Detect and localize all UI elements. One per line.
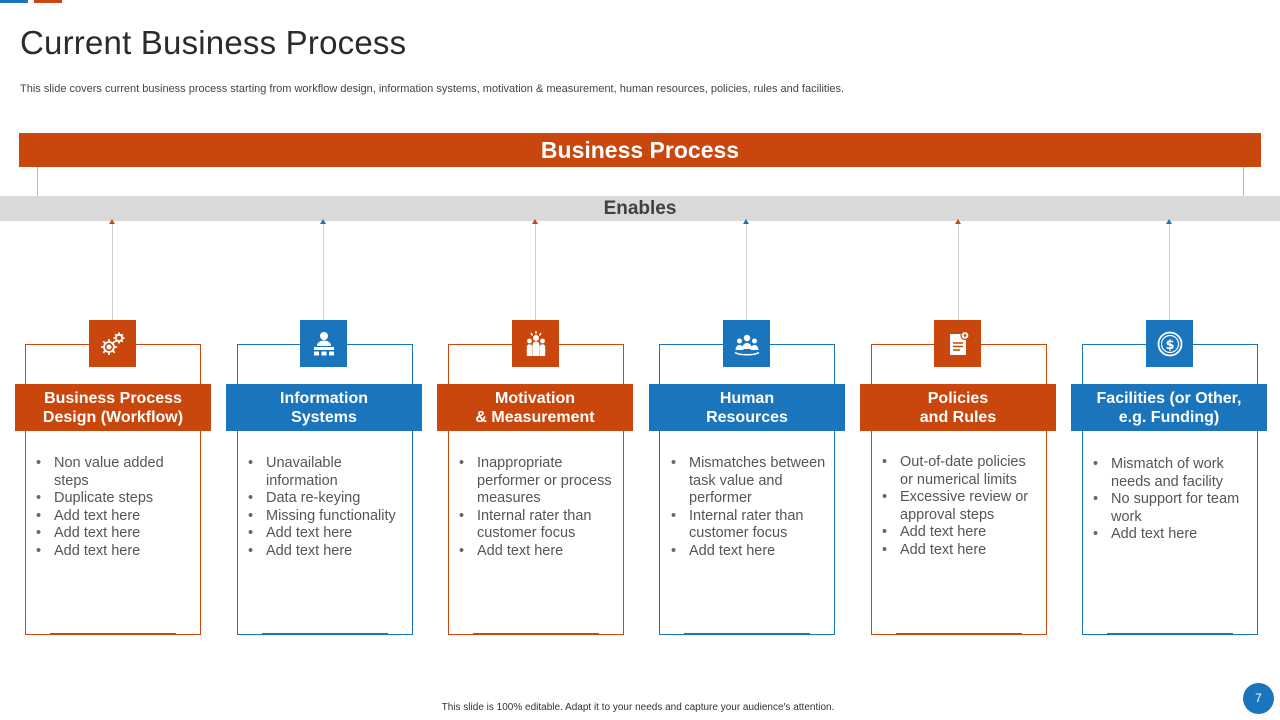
header-line: and Rules xyxy=(919,408,997,426)
bullet-list: Inappropriate performer or process measu… xyxy=(459,455,619,561)
connector-arrow xyxy=(743,219,749,224)
header-line: Design (Workflow) xyxy=(42,408,184,426)
header-line: Systems xyxy=(291,408,357,426)
connector-arrow xyxy=(1166,219,1172,224)
bullet-list: Out-of-date policies or numerical limits… xyxy=(882,454,1042,560)
list-item: Add text here xyxy=(671,543,831,561)
list-item: Mismatches between task value and perfor… xyxy=(671,455,831,508)
list-item: Data re-keying xyxy=(248,490,408,508)
connector-line xyxy=(112,222,113,320)
bullet-list: Mismatches between task value and perfor… xyxy=(671,455,831,561)
page-subtitle: This slide covers current business proce… xyxy=(20,83,845,95)
header-line: Resources xyxy=(706,408,788,426)
connector-arrow xyxy=(532,219,538,224)
list-item: Excessive review or approval steps xyxy=(882,489,1042,524)
dollar-coin-icon: $ xyxy=(1146,320,1193,367)
header-line: Motivation xyxy=(495,389,575,407)
connector-arrow xyxy=(955,219,961,224)
banner-connector-right xyxy=(1243,166,1244,196)
list-item: Add text here xyxy=(36,525,196,543)
people-group-icon xyxy=(723,320,770,367)
header-line: Policies xyxy=(927,389,989,407)
presenter-icon xyxy=(300,320,347,367)
connector-line xyxy=(323,222,324,320)
footer-note: This slide is 100% editable. Adapt it to… xyxy=(441,702,835,713)
page-title: Current Business Process xyxy=(20,24,407,61)
process-header: Policies and Rules xyxy=(860,384,1056,431)
gears-icon xyxy=(89,320,136,367)
connector-line xyxy=(746,222,747,320)
banner-arrow-right xyxy=(1241,163,1247,167)
list-item: Add text here xyxy=(459,543,619,561)
header-line: e.g. Funding) xyxy=(1118,408,1220,426)
list-item: Add text here xyxy=(248,543,408,561)
team-hands-up-icon xyxy=(512,320,559,367)
header-line: Facilities (or Other, xyxy=(1096,389,1242,407)
process-header: Business Process Design (Workflow) xyxy=(15,384,211,431)
connector-arrow xyxy=(109,219,115,224)
header-line: Human xyxy=(719,389,775,407)
list-item: Duplicate steps xyxy=(36,490,196,508)
list-item: Add text here xyxy=(882,542,1042,560)
list-item: Unavailable information xyxy=(248,455,408,490)
list-item: Add text here xyxy=(36,508,196,526)
header-line: Information xyxy=(280,389,368,407)
list-item: Internal rater than customer focus xyxy=(671,508,831,543)
corner-accent-blue xyxy=(0,0,28,3)
process-header: Information Systems xyxy=(226,384,422,431)
connector-line xyxy=(535,222,536,320)
connector-arrow xyxy=(320,219,326,224)
bullet-list: Non value added steps Duplicate steps Ad… xyxy=(36,455,196,561)
connector-line xyxy=(1169,222,1170,320)
process-header: Human Resources xyxy=(649,384,845,431)
list-item: Internal rater than customer focus xyxy=(459,508,619,543)
list-item: Out-of-date policies or numerical limits xyxy=(882,454,1042,489)
business-process-banner: Business Process xyxy=(19,133,1261,167)
list-item: Inappropriate performer or process measu… xyxy=(459,455,619,508)
enables-band: Enables xyxy=(0,196,1280,221)
list-item: Missing functionality xyxy=(248,508,408,526)
list-item: Mismatch of work needs and facility xyxy=(1093,456,1253,491)
banner-arrow-left xyxy=(35,163,41,167)
bullet-list: Mismatch of work needs and facility No s… xyxy=(1093,456,1253,544)
banner-connector-left xyxy=(37,166,38,196)
svg-text:$: $ xyxy=(1165,338,1174,353)
page-number: 7 xyxy=(1243,683,1274,714)
list-item: Add text here xyxy=(1093,526,1253,544)
list-item: Add text here xyxy=(882,524,1042,542)
list-item: Add text here xyxy=(36,543,196,561)
bullet-list: Unavailable information Data re-keying M… xyxy=(248,455,408,561)
policy-document-icon xyxy=(934,320,981,367)
header-line: Business Process xyxy=(44,389,182,407)
process-header: Motivation & Measurement xyxy=(437,384,633,431)
corner-accent-orange xyxy=(34,0,62,3)
list-item: Add text here xyxy=(248,525,408,543)
list-item: No support for team work xyxy=(1093,491,1253,526)
process-header: Facilities (or Other, e.g. Funding) xyxy=(1071,384,1267,431)
header-line: & Measurement xyxy=(475,408,595,426)
list-item: Non value added steps xyxy=(36,455,196,490)
connector-line xyxy=(958,222,959,320)
